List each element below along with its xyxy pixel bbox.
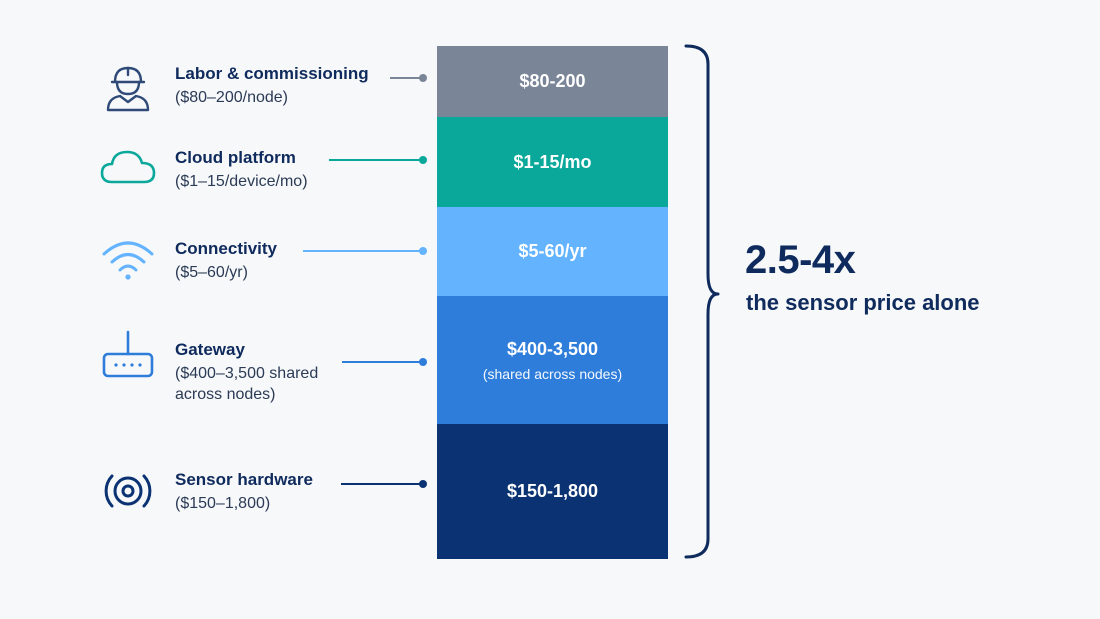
cloud-label: Cloud platform ($1–15/device/mo) <box>175 147 375 192</box>
cloud-name: Cloud platform <box>175 148 296 167</box>
sensor-label: Sensor hardware ($150–1,800) <box>175 469 375 514</box>
gateway-connector-dot <box>419 358 427 366</box>
gateway-label: Gateway ($400–3,500 shared across nodes) <box>175 339 375 405</box>
cloud-segment: $1-15/mo <box>437 117 668 207</box>
cloud-connector-dot <box>419 156 427 164</box>
connectivity-label: Connectivity ($5–60/yr) <box>175 238 375 283</box>
labor-segment: $80-200 <box>437 46 668 117</box>
sensor-icon <box>98 461 158 521</box>
labor-detail: ($80–200/node) <box>175 89 288 106</box>
gateway-segment-value: $400-3,500 <box>506 338 599 359</box>
labor-segment-value: $80-200 <box>519 71 586 91</box>
gateway-segment: $400-3,500 (shared across nodes) <box>437 296 668 424</box>
sensor-segment-value: $150-1,800 <box>506 481 599 501</box>
cloud-icon <box>98 138 158 198</box>
labor-name: Labor & commissioning <box>175 64 369 83</box>
sensor-connector-dot <box>419 480 427 488</box>
summary-multiplier: 2.5-4x <box>745 238 856 282</box>
sensor-connector <box>341 483 422 485</box>
labor-connector-dot <box>419 74 427 82</box>
labor-label: Labor & commissioning ($80–200/node) <box>175 63 375 108</box>
gateway-detail: ($400–3,500 shared across nodes) <box>175 365 319 403</box>
sensor-segment: $150-1,800 <box>437 424 668 559</box>
gateway-segment-note: (shared across nodes) <box>482 365 623 382</box>
connectivity-segment: $5-60/yr <box>437 207 668 296</box>
router-icon <box>98 326 158 386</box>
sensor-detail: ($150–1,800) <box>175 495 271 512</box>
connectivity-connector <box>303 250 422 252</box>
connectivity-detail: ($5–60/yr) <box>175 264 248 281</box>
gateway-name: Gateway <box>175 340 245 359</box>
wifi-icon <box>98 228 158 288</box>
connectivity-segment-value: $5-60/yr <box>518 241 587 261</box>
cloud-detail: ($1–15/device/mo) <box>175 173 308 190</box>
cloud-segment-value: $1-15/mo <box>513 151 592 172</box>
bracket-brace <box>684 44 720 559</box>
sensor-name: Sensor hardware <box>175 470 313 489</box>
cloud-connector <box>329 159 422 161</box>
gateway-connector <box>342 361 422 363</box>
worker-hardhat-icon <box>98 56 158 116</box>
connectivity-connector-dot <box>419 247 427 255</box>
connectivity-name: Connectivity <box>175 239 278 258</box>
summary-caption: the sensor price alone <box>746 290 980 315</box>
labor-connector <box>390 77 422 79</box>
